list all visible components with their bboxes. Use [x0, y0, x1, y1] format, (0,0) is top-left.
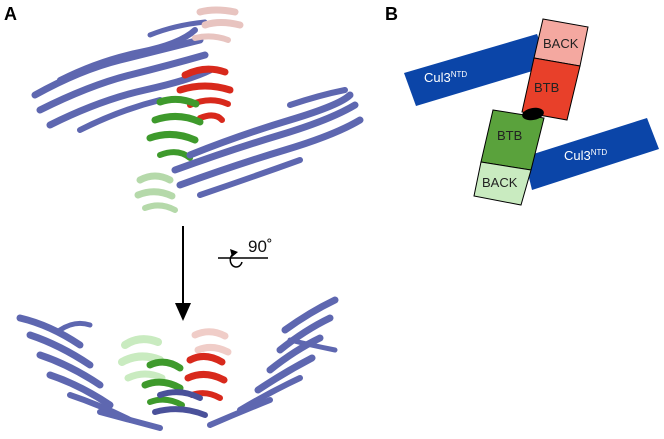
dimer-interface-marker: [522, 107, 544, 121]
back-structure-lightgreen-bottom: [118, 335, 166, 382]
downward-arrow: [175, 226, 191, 321]
cul3-structure-right-top: [171, 87, 364, 198]
cul3-left-superscript: NTD: [451, 70, 468, 79]
cul3-block-left: Cul3NTD: [404, 34, 549, 106]
panel-label-a: A: [4, 4, 17, 24]
rotation-indicator: 90˚: [218, 237, 273, 268]
cul3-structure-right-bottom: [207, 296, 339, 428]
back-label-upper: BACK: [543, 36, 579, 51]
svg-text:Cul3NTD: Cul3NTD: [564, 148, 607, 163]
back-structure-pink-top: [192, 6, 244, 43]
back-structure-pink-bottom: [191, 328, 232, 356]
btb-structure-green-top: [146, 95, 204, 161]
btb-label-upper: BTB: [534, 80, 559, 95]
btb-structure-green-bottom: [141, 358, 185, 408]
panel-label-b: B: [385, 4, 398, 24]
cul3-right-name: Cul3: [564, 148, 591, 163]
rotation-angle-label: 90˚: [248, 237, 273, 256]
cul3-structure-left-top: [31, 19, 214, 133]
cul3-left-name: Cul3: [424, 70, 451, 85]
cul3-structure-left-bottom: [16, 314, 163, 431]
lower-monomer: BTB BACK: [473, 109, 545, 206]
structure-side-view: [16, 296, 339, 431]
cul3-right-superscript: NTD: [591, 148, 608, 157]
rotate-arrow-icon: [229, 249, 243, 268]
back-segment-lower: [473, 161, 532, 206]
schematic: Cul3NTD Cul3NTD BACK BTB BTB BACK: [404, 18, 659, 206]
btb-structure-red-top: [176, 65, 234, 123]
back-structure-lightgreen-top: [134, 172, 178, 213]
cul3-structure-center-bottom: [152, 389, 208, 418]
upper-monomer: BACK BTB: [521, 18, 589, 121]
structure-top-view: [31, 6, 364, 213]
btb-structure-red-bottom: [184, 353, 228, 401]
btb-segment-upper: [521, 57, 581, 121]
btb-label-lower: BTB: [497, 128, 522, 143]
cul3-block-right: Cul3NTD: [524, 118, 659, 190]
svg-text:Cul3NTD: Cul3NTD: [424, 70, 467, 85]
back-label-lower: BACK: [482, 175, 518, 190]
